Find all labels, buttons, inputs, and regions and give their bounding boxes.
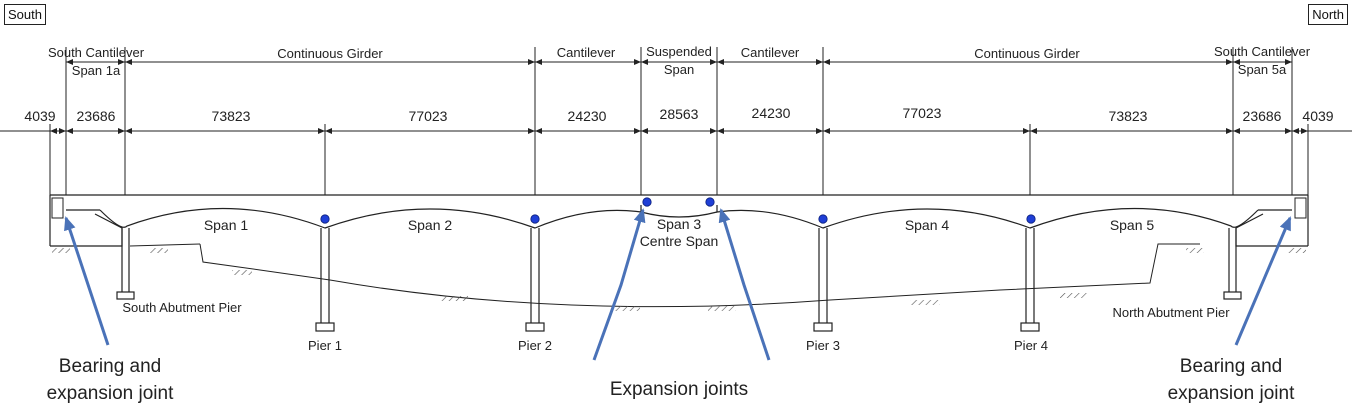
segment-label-line2: Span: [664, 62, 694, 77]
pier-label: North Abutment Pier: [1112, 305, 1230, 320]
callout-left-line1: Bearing and: [59, 356, 161, 377]
pier-2: [525, 228, 545, 332]
pier-label: Pier 3: [806, 338, 840, 353]
span-label: Span 3: [657, 216, 702, 232]
expansion-joint-arrow-south: [592, 208, 646, 361]
dimension-value: 73823: [1109, 108, 1148, 124]
segment-label: Cantilever: [741, 45, 800, 60]
dimension-value: 23686: [1243, 108, 1282, 124]
north-direction-label: North: [1308, 4, 1348, 25]
ground-hatch: [150, 248, 168, 253]
segment-label: Span 1a: [72, 63, 121, 78]
south-direction-label: South: [4, 4, 46, 25]
dimension-value: 24230: [568, 108, 607, 124]
pier-1-bearing-dot: [320, 214, 330, 224]
ground-hatch: [1186, 248, 1204, 253]
length-dimension-values: 4039 23686 73823 77023 24230 28563 24230…: [24, 105, 1333, 124]
dimension-value: 4039: [24, 108, 55, 124]
callout-center: Expansion joints: [610, 379, 748, 400]
dimension-value: 24230: [752, 105, 791, 121]
span-label: Span 2: [408, 217, 453, 233]
pier-2-bearing-dot: [530, 214, 540, 224]
segment-label: Cantilever: [557, 45, 616, 60]
ground-hatch: [232, 270, 252, 275]
dimension-value: 23686: [77, 108, 116, 124]
pier-1: [315, 228, 335, 332]
expansion-joint-south-dot: [642, 197, 652, 207]
south-abutment-pier: [116, 228, 135, 300]
ground-line-south: [129, 243, 201, 247]
segment-label: Continuous Girder: [974, 46, 1080, 61]
span-label: Span 5: [1110, 217, 1155, 233]
piers: [116, 228, 1242, 332]
callout-arrows: [64, 208, 1292, 361]
south-cantilever-soffit: [50, 213, 123, 247]
ground-hatch: [612, 306, 640, 311]
north-abutment-pier: [1223, 228, 1242, 300]
expansion-joint-arrow-north: [718, 208, 771, 361]
ground-hatch: [708, 306, 736, 311]
callout-right-line1: Bearing and: [1180, 356, 1282, 377]
ground-hatch: [1060, 293, 1088, 298]
callout-right-line2: expansion joint: [1168, 383, 1295, 404]
dimension-value: 4039: [1302, 108, 1333, 124]
span-label: Span 1: [204, 217, 249, 233]
span-label: Span 4: [905, 217, 950, 233]
suspended-span-soffit: [640, 211, 718, 218]
segment-label: South Cantilever: [48, 45, 145, 60]
segment-label: Suspended: [646, 44, 712, 59]
length-dimension-row: [0, 124, 1352, 195]
north-girder-soffit: [716, 205, 1259, 229]
south-bearing: [51, 197, 64, 219]
ground-line: [199, 243, 1200, 308]
bearing-joint-arrow-south: [64, 216, 110, 346]
north-bearing: [1294, 197, 1307, 219]
span-labels: Span 1 Span 2 Span 3 Centre Span Span 4 …: [204, 216, 1155, 249]
callout-text: Bearing and expansion joint Expansion jo…: [47, 356, 1295, 404]
bridge-deck: [49, 194, 1309, 247]
pier-label: Pier 4: [1014, 338, 1048, 353]
segment-label: Span 5a: [1238, 62, 1287, 77]
dimension-value: 73823: [212, 108, 251, 124]
pier-labels: South Abutment Pier Pier 1 Pier 2 Pier 3…: [122, 300, 1230, 353]
joint-markers: [320, 197, 1036, 224]
north-cantilever-soffit: [1235, 213, 1308, 247]
ground-hatch: [910, 300, 940, 305]
dimension-value: 28563: [660, 106, 699, 122]
segment-labels: South Cantilever Span 1a Continuous Gird…: [48, 44, 1311, 78]
callout-left-line2: expansion joint: [47, 383, 174, 404]
ground-hatch: [440, 296, 468, 301]
ground-profile: [52, 243, 1306, 311]
segment-label: Continuous Girder: [277, 46, 383, 61]
south-girder-soffit: [99, 205, 642, 229]
pier-label: Pier 1: [308, 338, 342, 353]
pier-4: [1020, 228, 1040, 332]
bearing-joint-arrow-north: [1234, 216, 1292, 346]
dimension-value: 77023: [409, 108, 448, 124]
segment-label: South Cantilever: [1214, 44, 1311, 59]
dimension-value: 77023: [903, 105, 942, 121]
span-label-line2: Centre Span: [640, 233, 719, 249]
pier-3: [813, 228, 833, 332]
pier-label: Pier 2: [518, 338, 552, 353]
ground-hatch: [1288, 248, 1306, 253]
pier-3-bearing-dot: [818, 214, 828, 224]
pier-4-bearing-dot: [1026, 214, 1036, 224]
segment-dimension-row: [65, 47, 1293, 195]
pier-label: South Abutment Pier: [122, 300, 242, 315]
ground-hatch: [52, 248, 70, 253]
expansion-joint-north-dot: [705, 197, 715, 207]
